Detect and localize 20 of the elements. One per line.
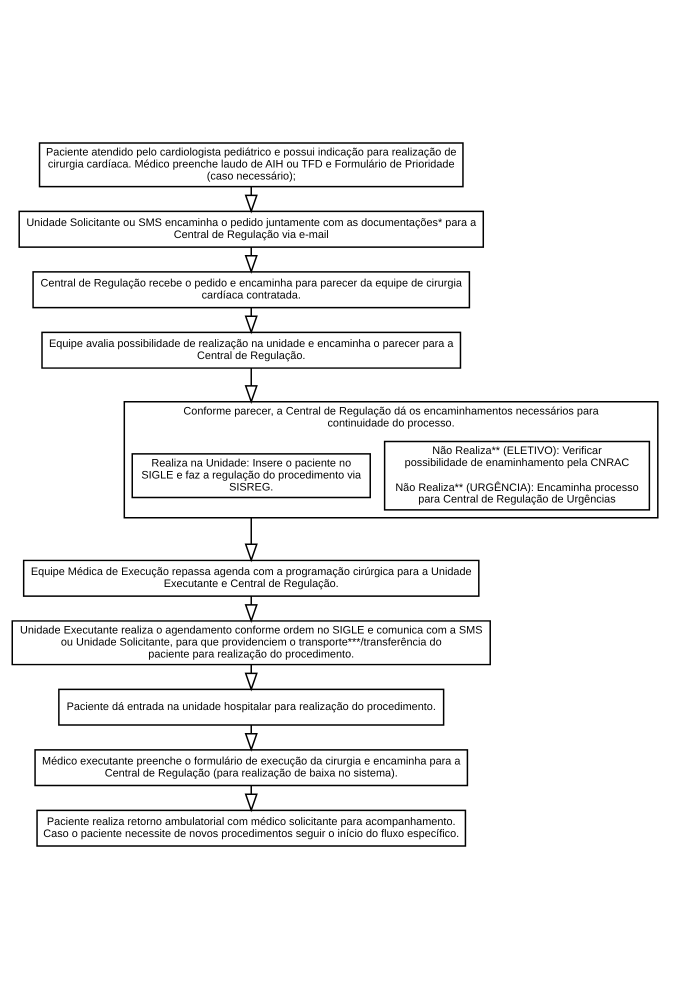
node-box: Paciente dá entrada na unidade hospitalar para realização do procedimento. (58, 688, 444, 726)
arrow (244, 247, 258, 274)
arrow (244, 596, 258, 623)
arrow (244, 786, 258, 812)
arrow (244, 368, 258, 404)
arrow (244, 725, 258, 752)
arrow (244, 664, 258, 692)
arrow (244, 518, 258, 562)
arrow (244, 186, 258, 214)
node-box: Unidade Executante realiza o agendamento conforme ordem no SIGLE e comunica com a SMS ou Unidade Solicitante, para que providenciem o transporte***/transferência do paciente para realização do procedimento. (12, 620, 491, 666)
node-box: Não Realiza** (ELETIVO): Verificar possibilidade de enaminhamento pela CNRAC Não Realiza** (URGÊNCIA): Encaminha processo para Central de Regulação de Urgências (384, 440, 650, 511)
arrow (244, 308, 258, 334)
node-box: Realiza na Unidade: Insere o paciente no SIGLE e faz a regulação do procedimento via SISREG. (132, 453, 371, 498)
node-box: Equipe avalia possibilidade de realização na unidade e encaminha o parecer para a Central de Regulação. (41, 332, 462, 369)
node-box: Paciente realiza retorno ambulatorial com médico solicitante para acompanhamento. Caso o paciente necessite de novos procedimentos seguir o início do fluxo específico. (36, 810, 466, 847)
node-box: Médico executante preenche o formulário de execução da cirurgia e encaminha para a Central de Regulação (para realização de baixa no sistema). (34, 749, 468, 786)
node-box: Central de Regulação recebe o pedido e encaminha para parecer da equipe de cirurgia cardíaca contratada. (32, 271, 470, 308)
node-box: Paciente atendido pelo cardiologista pediátrico e possui indicação para realização de cirurgia cardíaca. Médico preenche laudo de AIH ou TFD e Formulário de Prioridade (caso necessário); (38, 142, 464, 188)
node-box: Unidade Solicitante ou SMS encaminha o pedido juntamente com as documentações* para a Central de Regulação via e-mail (18, 210, 484, 248)
node-box: Equipe Médica de Execução repassa agenda com a programação cirúrgica para a Unidade Executante e Central de Regulação. (22, 560, 480, 597)
